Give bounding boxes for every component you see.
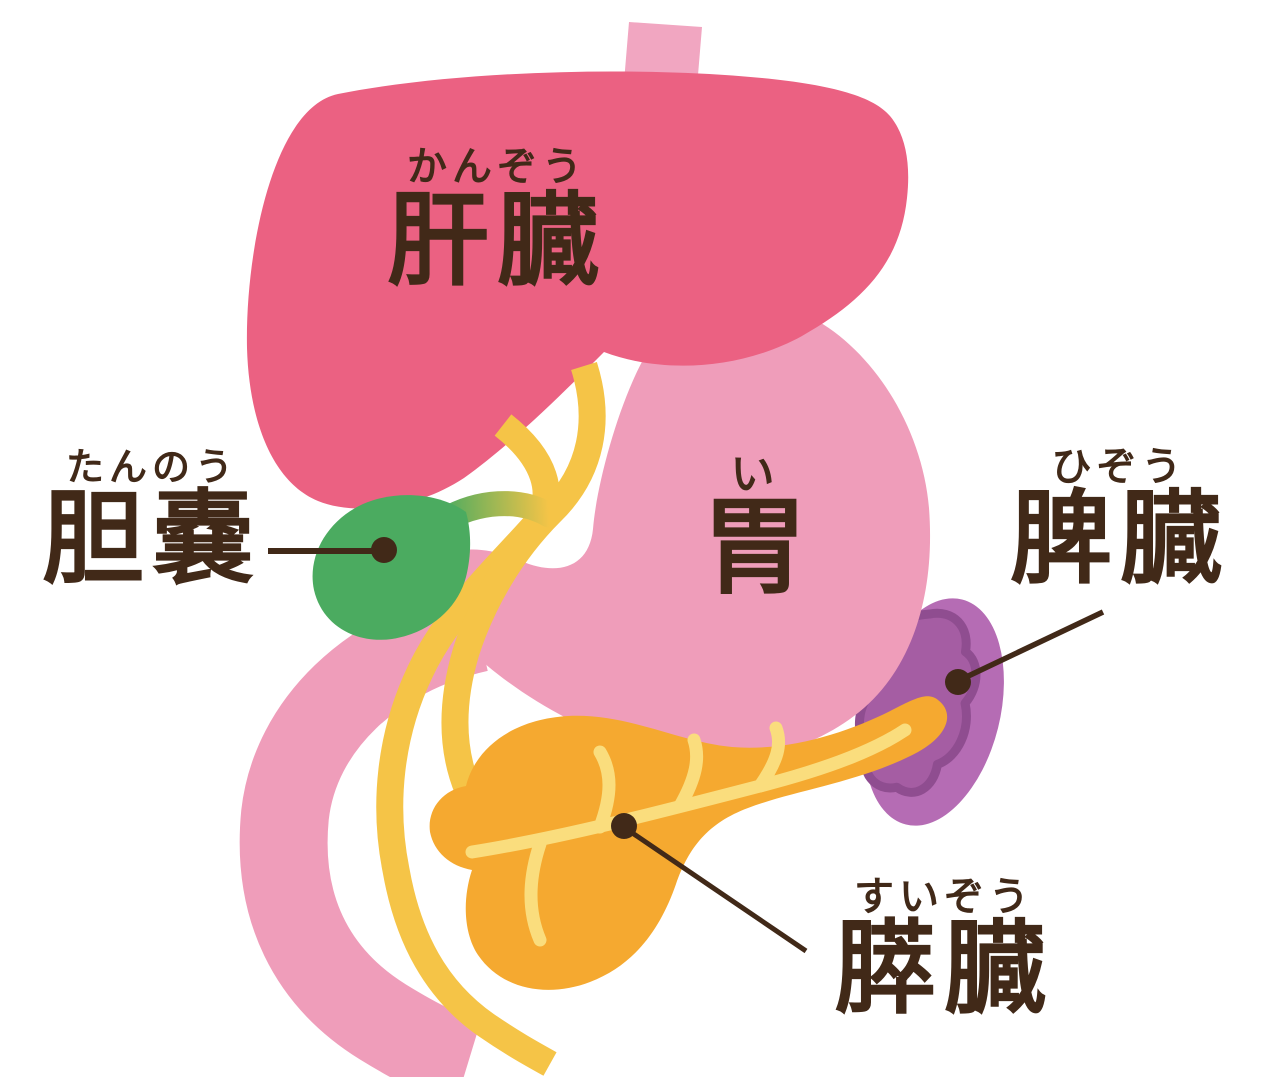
stomach-label: 胃	[702, 486, 808, 609]
pancreas-label: 膵臓	[834, 910, 1054, 1029]
pancreas-leader-line	[626, 827, 808, 954]
duodenum-shape	[239, 585, 489, 1077]
annotations	[268, 537, 1105, 954]
spleen-furigana: ひぞう	[1051, 444, 1187, 490]
pancreas-vein-branch-2	[673, 733, 704, 813]
pancreas-vein-branch-4	[524, 837, 547, 947]
pancreas-vein-branch-3	[753, 721, 786, 793]
spleen-dot	[945, 669, 971, 695]
pancreas-vein-branch-1	[593, 745, 616, 834]
gallbladder-furigana: たんのう	[65, 445, 238, 489]
pancreas-veins	[465, 721, 912, 947]
liver-label: 肝臓	[387, 182, 607, 301]
pancreas-dot	[611, 813, 637, 839]
spleen-label: 脾臓	[1010, 480, 1230, 599]
gallbladder-label: 胆嚢	[42, 480, 262, 599]
stomach-shape	[434, 300, 931, 761]
hepatic-duct-branch	[441, 361, 606, 828]
pancreas-furigana: すいぞう	[854, 874, 1034, 920]
liver-furigana: かんぞう	[407, 144, 587, 190]
liver-shape	[246, 71, 909, 509]
gallbladder-dot	[371, 537, 397, 563]
gallbladder-shape	[312, 495, 471, 640]
stomach-furigana: い	[730, 449, 780, 500]
spleen-leader-line	[960, 609, 1105, 682]
pancreas-vein-main	[465, 723, 912, 859]
